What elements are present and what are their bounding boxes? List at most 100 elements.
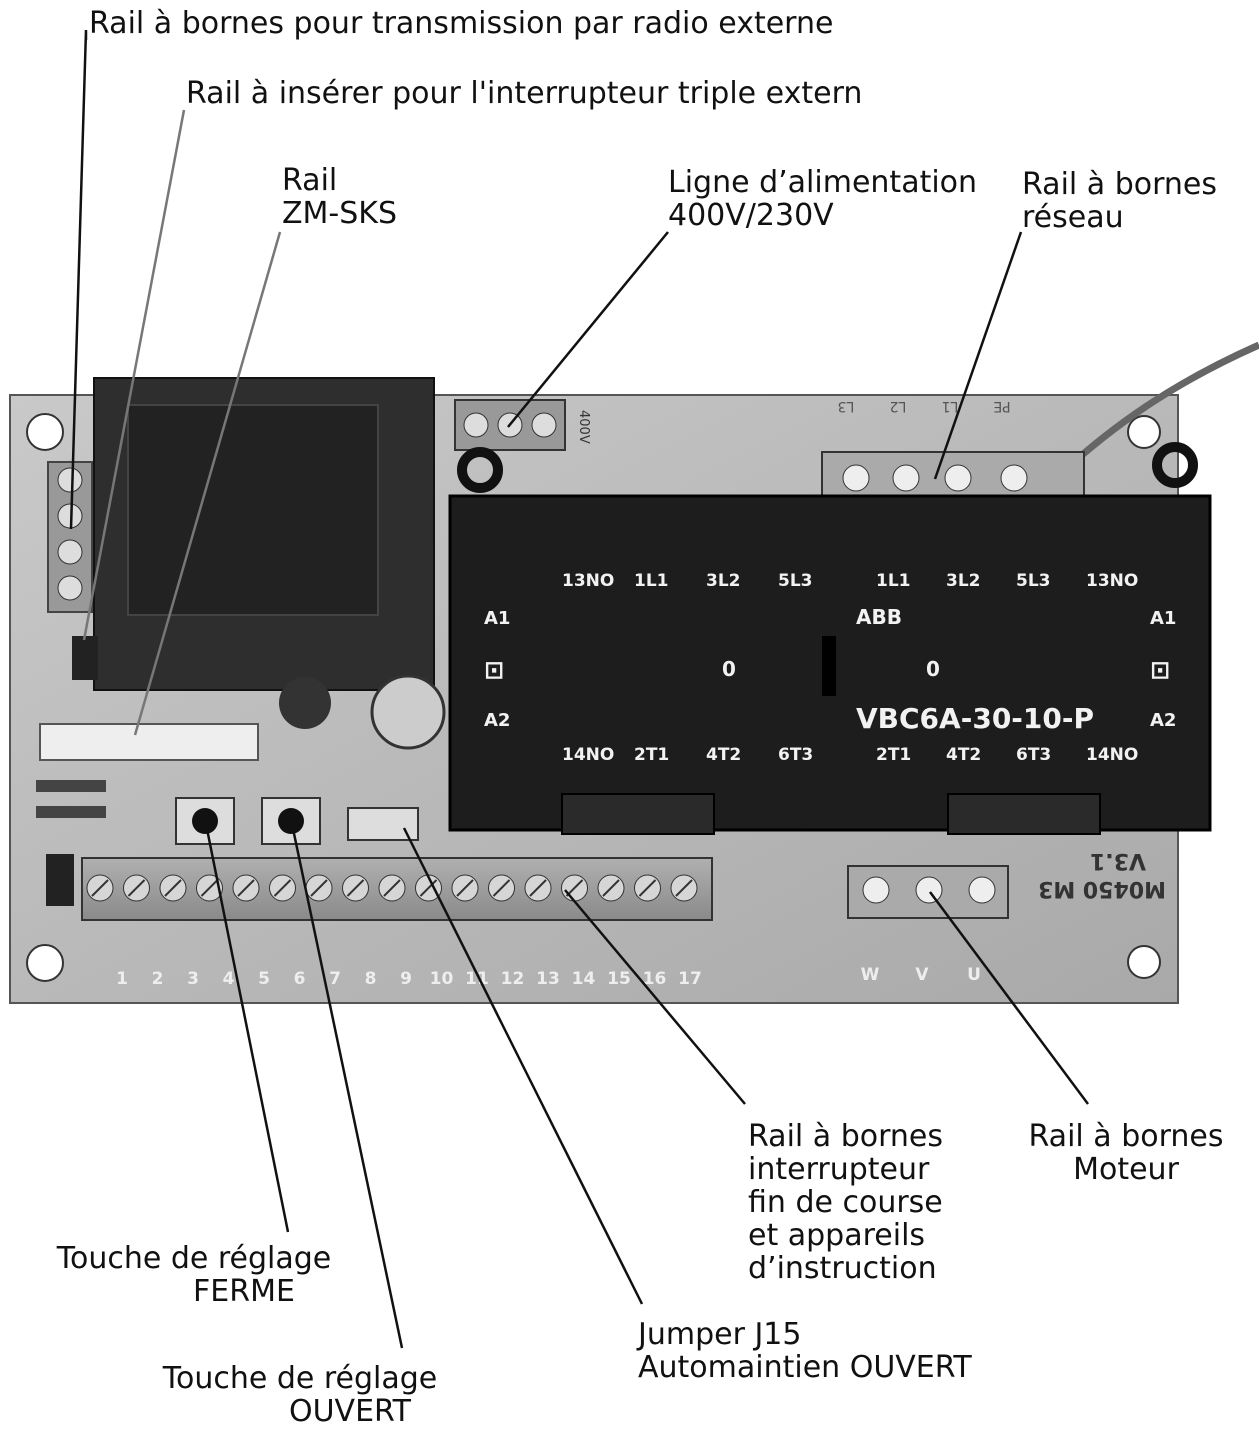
label-radio-terminal: Rail à bornes pour transmission par radi…	[89, 6, 834, 41]
label-jumper-line2: Automaintien OUVERT	[638, 1350, 972, 1385]
leader-limit	[564, 889, 746, 1105]
screw-slot	[492, 879, 511, 897]
leader-supply	[507, 231, 669, 428]
screw	[57, 539, 83, 565]
screw-slot	[602, 879, 620, 897]
screw	[915, 876, 943, 904]
screw-slot	[419, 879, 438, 897]
terminal-number: 13	[536, 969, 560, 989]
screw-slot	[127, 879, 146, 897]
label-close-button: Touche de réglage FERME	[38, 1242, 350, 1308]
screw-slot	[638, 879, 657, 897]
leader-radio	[69, 29, 88, 530]
contactor-terminal-label: 2T1	[634, 745, 669, 765]
mains-marking: L3	[838, 398, 855, 414]
inductor	[279, 677, 331, 729]
contactor-terminal-label: 6T3	[1016, 745, 1051, 765]
screw-slot	[273, 879, 292, 897]
screw-slot	[200, 879, 219, 897]
contactor-terminal-label: 4T2	[946, 745, 981, 765]
terminal-number: 15	[607, 969, 631, 989]
zero-left: 0	[722, 657, 736, 681]
leader-motor	[928, 891, 1090, 1105]
terminal-number: 16	[643, 969, 667, 989]
contactor-terminal-label: 14NO	[1086, 745, 1138, 765]
mains-marking: L1	[942, 398, 959, 414]
label-zm-sks-line1: Rail	[282, 163, 338, 198]
label-limit-line3: fin de course	[748, 1185, 943, 1220]
contactor-clip	[947, 793, 1101, 835]
label-close-line2: FERME	[193, 1274, 295, 1309]
screw	[968, 876, 996, 904]
screw-slot	[237, 879, 255, 897]
label-mains-line1: Rail à bornes	[1022, 167, 1217, 202]
leader-triple	[82, 109, 186, 641]
terminal-number: 6	[294, 969, 306, 989]
label-mains-terminal: Rail à bornes réseau	[1022, 168, 1217, 234]
terminal-number: 7	[329, 969, 341, 989]
leader-close	[204, 823, 290, 1233]
contactor-markings: A1 A2 A1 A2 ⊡ ⊡ 0 0 ABB VBC6A-30-10-P 13…	[484, 571, 1176, 765]
screw-slot	[456, 879, 474, 897]
mains-marking: L2	[890, 398, 907, 414]
terminal-number: 9	[400, 969, 412, 989]
label-jumper: Jumper J15 Automaintien OUVERT	[638, 1318, 972, 1384]
mount-hole	[1127, 945, 1161, 979]
label-open-button: Touche de réglage OUVERT	[145, 1362, 455, 1428]
contactor-clip	[561, 793, 715, 835]
screw-slot	[346, 879, 365, 897]
contactor-terminal-label: 14NO	[562, 745, 614, 765]
zm-sks-rail	[39, 723, 259, 761]
label-mains-line2: réseau	[1022, 200, 1124, 235]
label-motor-terminal: Rail à bornes Moteur	[1016, 1120, 1236, 1186]
label-close-line1: Touche de réglage	[56, 1241, 332, 1276]
screw-slot	[675, 879, 693, 897]
diode	[36, 780, 106, 792]
label-triple-switch: Rail à insérer pour l'interrupteur tripl…	[186, 76, 863, 111]
close-set-button-cap	[192, 808, 218, 834]
screw	[57, 575, 83, 601]
contactor-terminal-label: 5L3	[1016, 571, 1051, 591]
terminals-bottom-right: 2T1 4T2 6T3 14NO	[876, 745, 1138, 765]
screw	[892, 464, 920, 492]
contactor-terminal-label: 3L2	[706, 571, 741, 591]
triple-switch-header	[72, 636, 98, 680]
coil-symbol-left: ⊡	[484, 656, 504, 684]
contactor-terminal-label: 13NO	[562, 571, 614, 591]
leader-lines	[69, 29, 1090, 1349]
contactor-terminal-label: 2T1	[876, 745, 911, 765]
contactor-brand: ABB	[856, 605, 902, 629]
coil-a2-left: A2	[484, 710, 510, 731]
leader-mains	[933, 231, 1023, 480]
screw	[57, 467, 83, 493]
supply-marking: 400V	[576, 410, 591, 444]
label-limit-line2: interrupteur	[748, 1152, 930, 1187]
mount-hole	[26, 944, 64, 982]
motor-marking: U	[967, 965, 981, 985]
leader-open	[290, 823, 404, 1349]
motor-marking: V	[915, 965, 929, 985]
screw	[463, 412, 489, 438]
leader-zm-sks	[133, 231, 282, 736]
screw	[842, 464, 870, 492]
motor-marking: W	[861, 965, 880, 985]
label-open-line1: Touche de réglage	[162, 1361, 438, 1396]
zero-right: 0	[926, 657, 940, 681]
label-zm-sks-line2: ZM-SKS	[282, 196, 398, 231]
screw	[531, 412, 557, 438]
terminal-screws	[86, 874, 698, 902]
contactor-model: VBC6A-30-10-P	[856, 702, 1094, 735]
label-motor-line1: Rail à bornes	[1028, 1119, 1224, 1154]
terminal-number: 14	[572, 969, 596, 989]
terminal-number: 1	[116, 969, 128, 989]
open-set-button-cap	[278, 808, 304, 834]
contactor-divider	[822, 636, 836, 696]
label-limit-line1: Rail à bornes	[748, 1119, 943, 1154]
contactor-terminal-label: 13NO	[1086, 571, 1138, 591]
capacitor	[370, 674, 446, 750]
screw-slot	[383, 879, 401, 897]
screw-slot	[164, 879, 182, 897]
